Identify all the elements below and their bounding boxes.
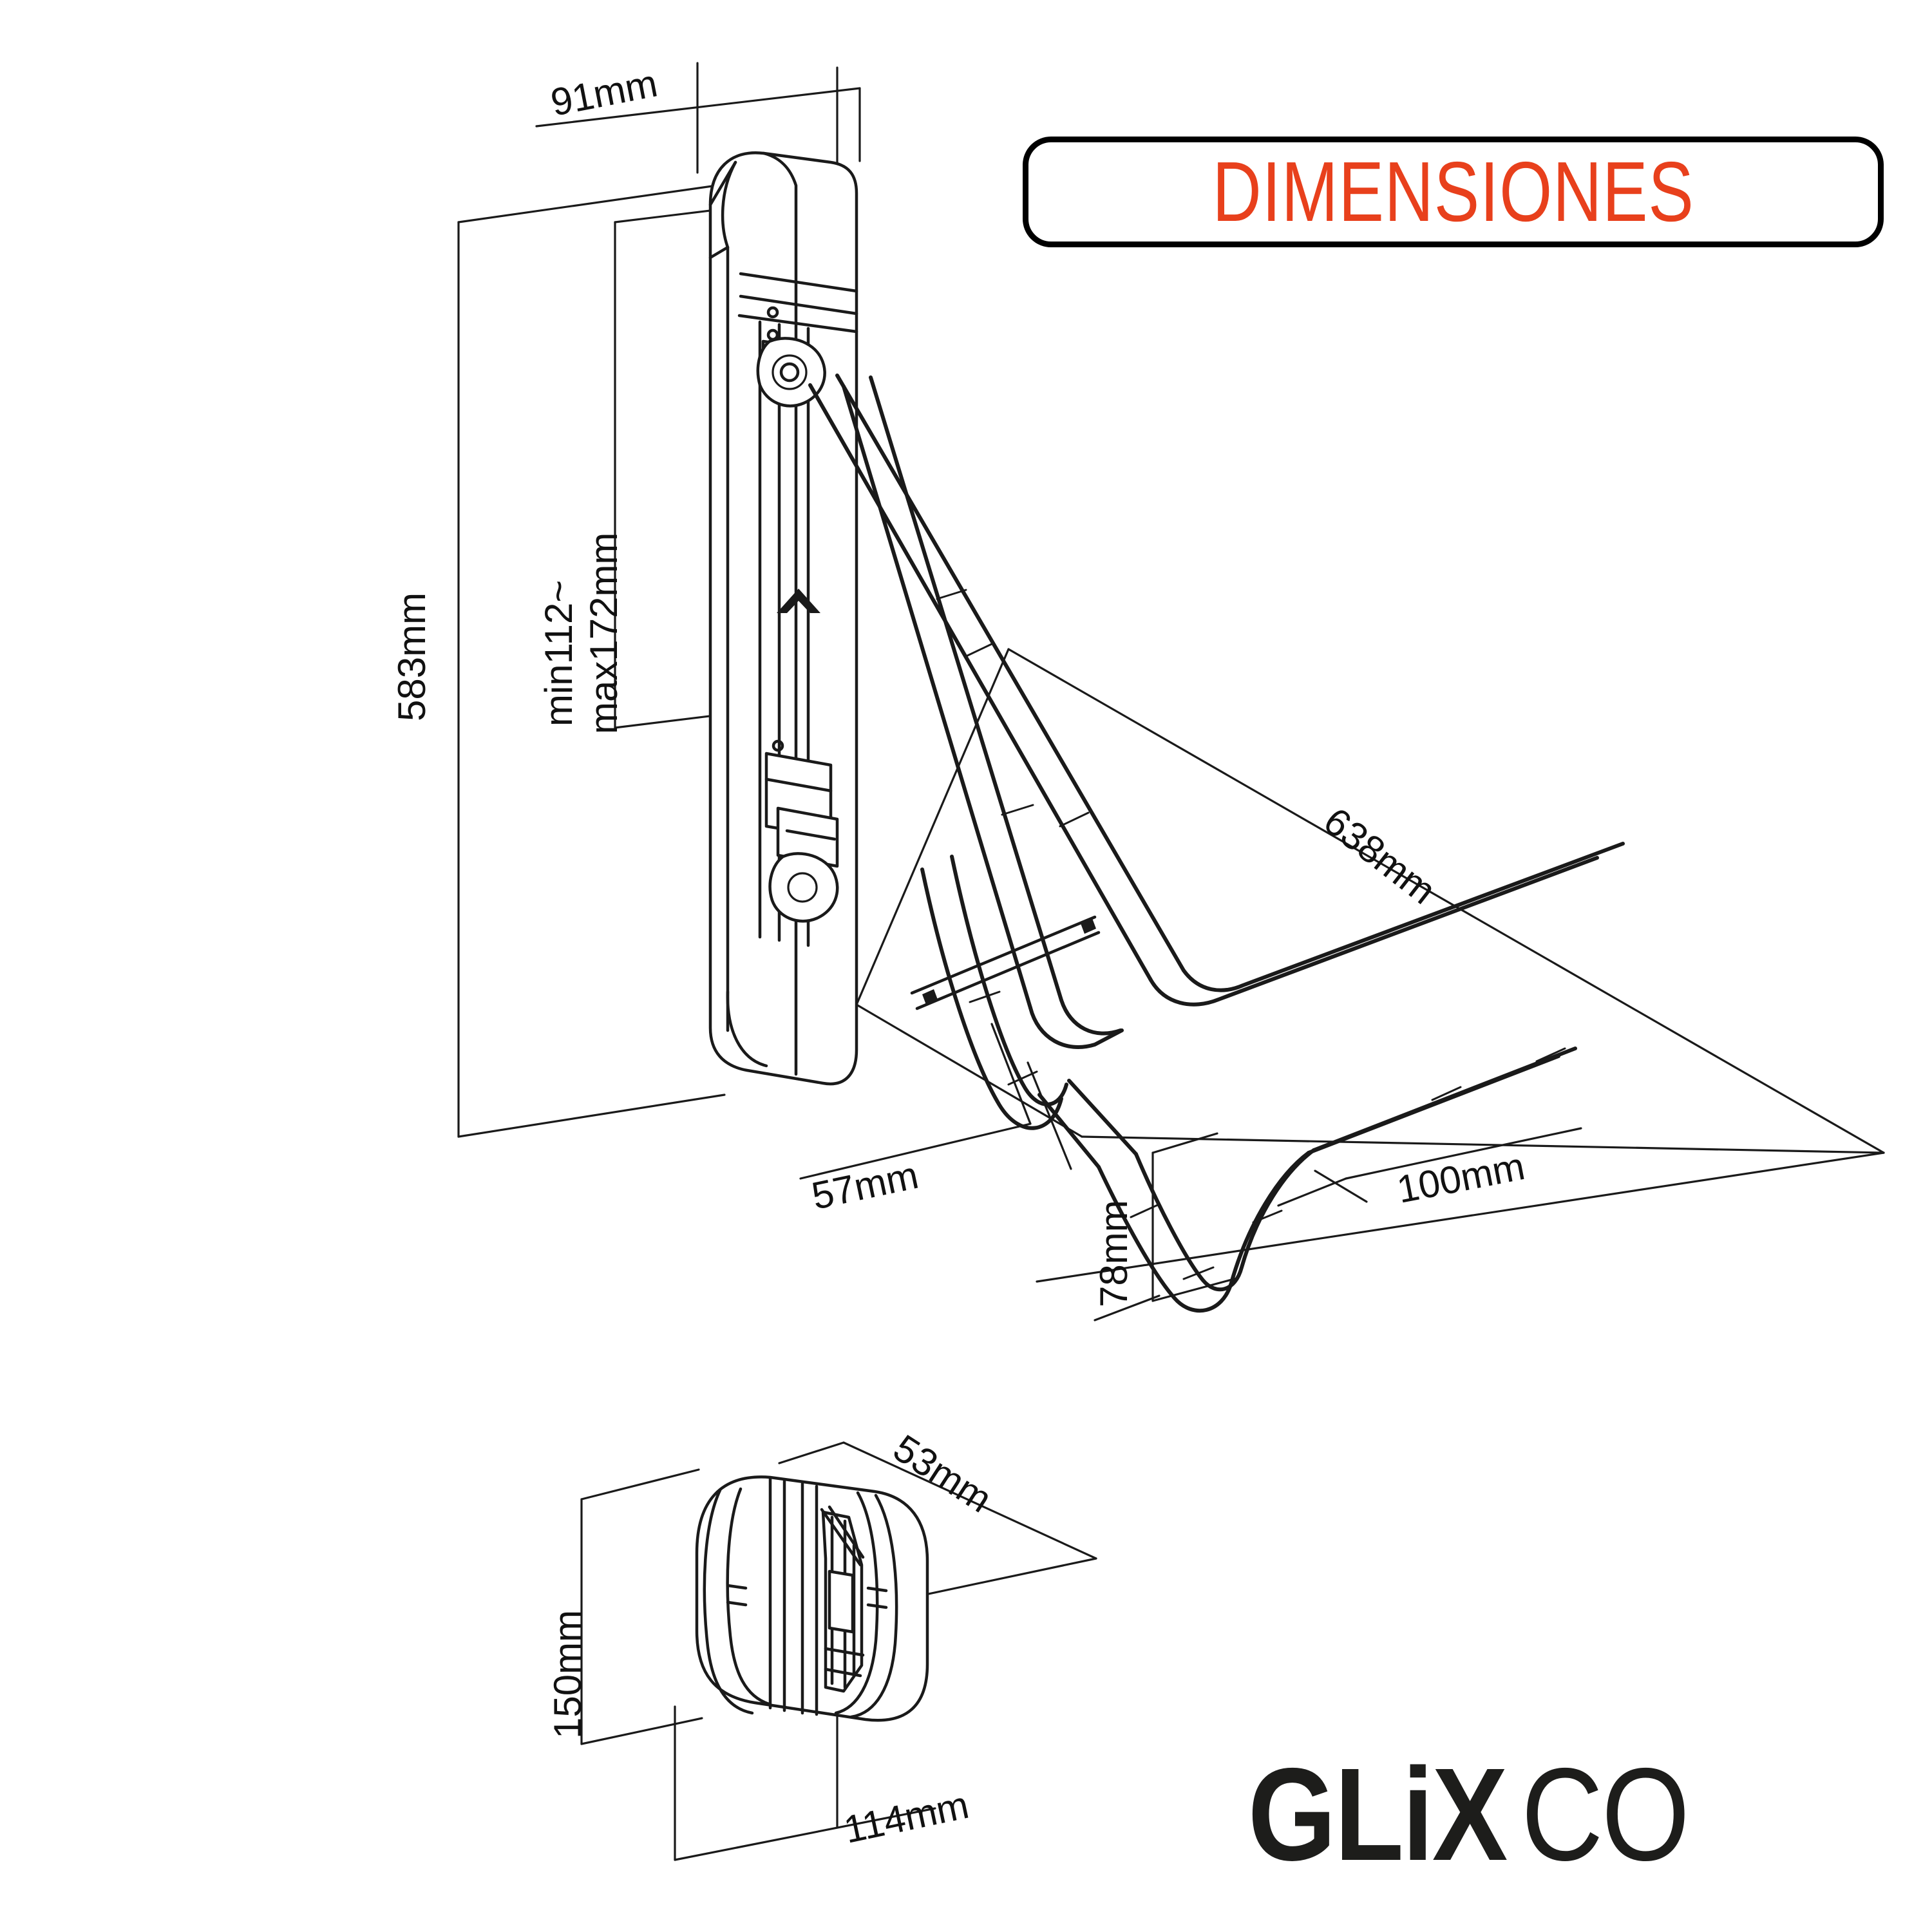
dimension-label-adjust-range-max: max172mm (582, 532, 625, 734)
brand-logo-light: CO (1521, 1741, 1690, 1888)
dimensions-title-text: DIMENSIONES (1212, 144, 1694, 239)
up-chevron-icon (777, 589, 820, 613)
dimensions-title-badge: DIMENSIONES (1023, 137, 1884, 247)
brand-logo: GLiX CO (1227, 1748, 1702, 1880)
dimension-label-adjust-range-min: min112~ (537, 580, 580, 726)
dimension-label-total-height: 583mm (390, 592, 433, 721)
main-view-dimension-lines (457, 62, 1885, 1321)
detail-view-product (695, 1475, 929, 1722)
main-view-product (708, 151, 1625, 1313)
brand-logo-bold: GLiX (1247, 1741, 1508, 1888)
dimension-label-plate-height: 150mm (546, 1609, 589, 1739)
dimension-label-cradle-depth: 78mm (1092, 1200, 1135, 1307)
